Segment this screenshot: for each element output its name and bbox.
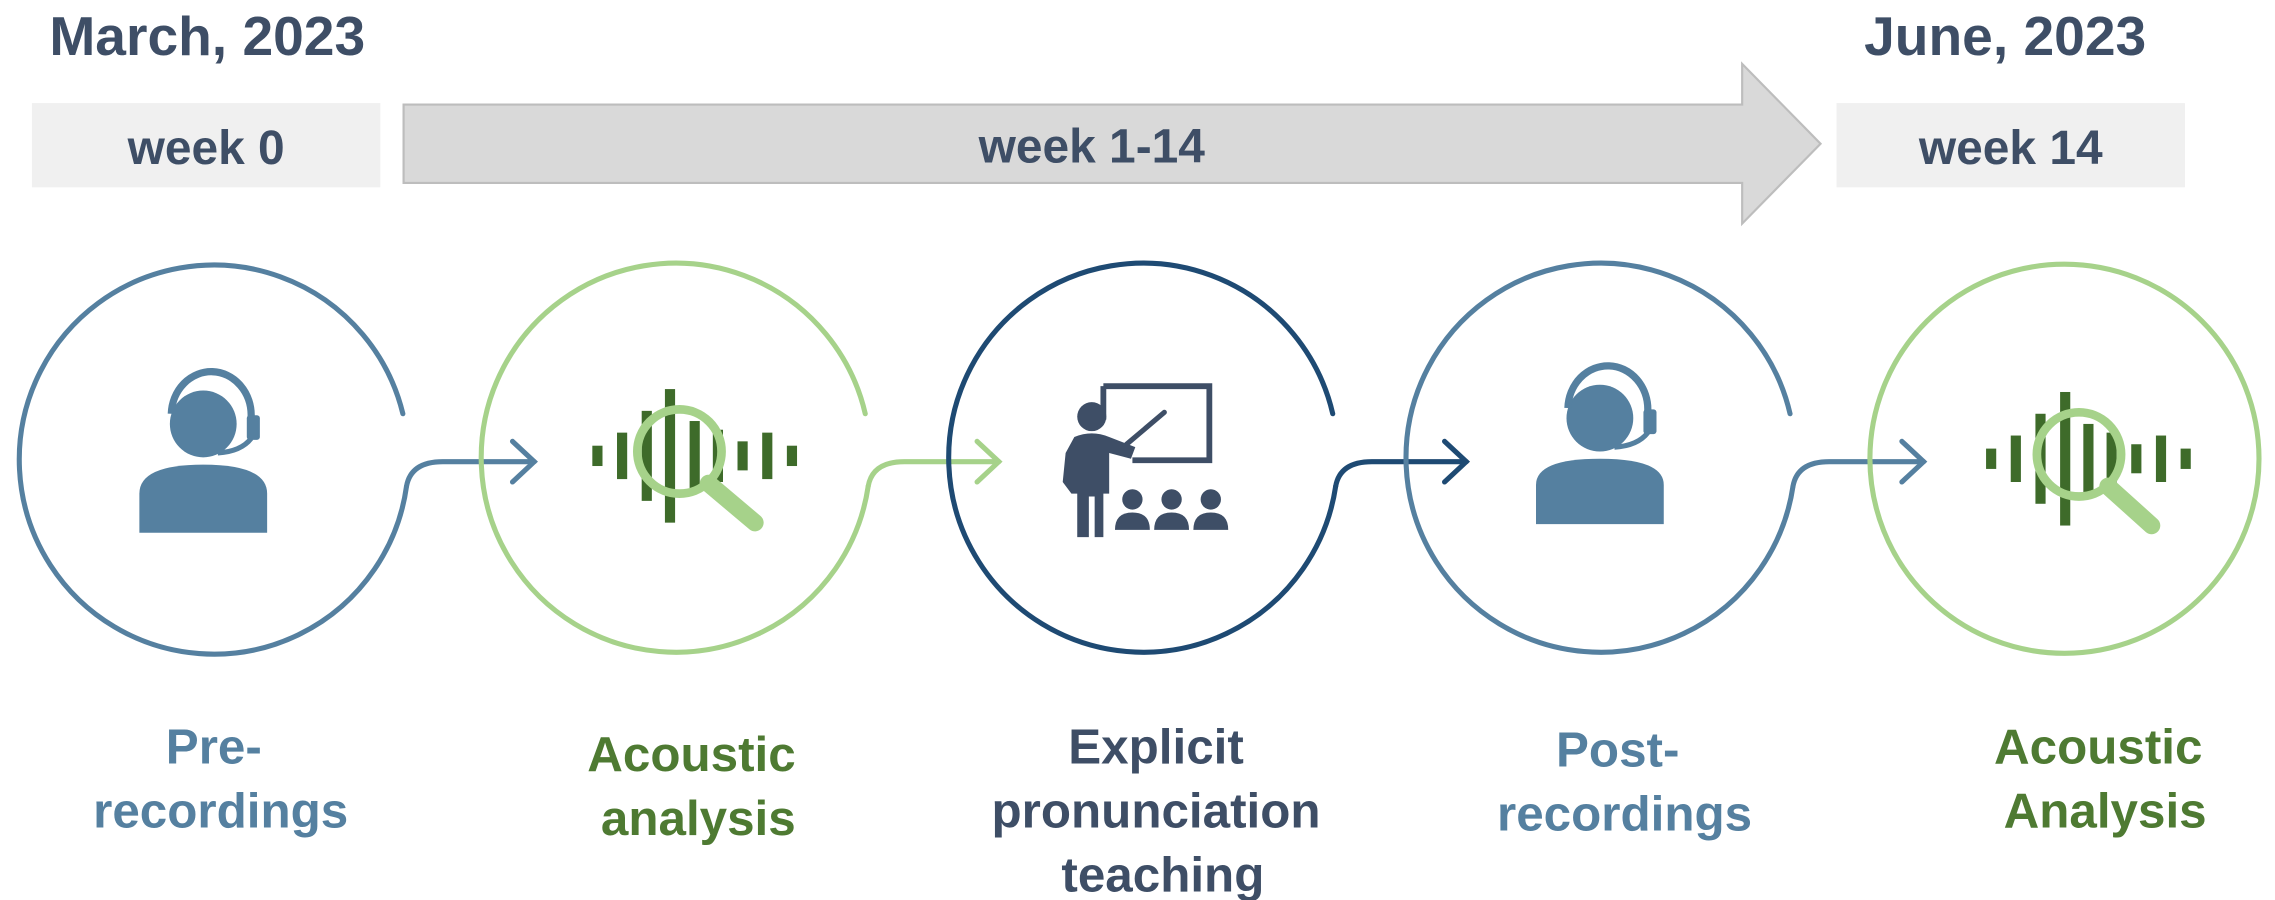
timeline-arrow [402, 61, 1823, 227]
week-14-label: week 14 [1918, 122, 2103, 175]
step-label-1: Pre- recordings [93, 720, 348, 839]
start-date: March, 2023 [49, 5, 365, 67]
arrowhead-2 [974, 438, 1003, 485]
step-circle-2 [478, 260, 871, 655]
sound-wave-magnifier-icon [1986, 391, 2191, 535]
arrowhead-3 [1442, 438, 1471, 485]
teacher-classroom-icon [1062, 383, 1229, 538]
step-label-5: Acoustic Analysis [1994, 720, 2216, 839]
arrowhead-4 [1899, 438, 1928, 485]
connector-4 [1790, 459, 1927, 489]
headset-user-icon [139, 368, 268, 533]
headset-user-icon [1536, 362, 1664, 525]
week-1-14-label: week 1-14 [978, 121, 1206, 174]
connector-3 [1333, 459, 1469, 489]
step-circle-5 [1867, 261, 2262, 656]
arrowhead-1 [509, 438, 538, 485]
step-circles [16, 260, 2262, 657]
step-circle-1 [16, 262, 410, 657]
step-label-4: Post- recordings [1497, 723, 1752, 842]
week-14-box [1836, 103, 2185, 188]
connector-2 [865, 459, 1002, 489]
sound-wave-magnifier-icon [592, 389, 798, 532]
week-0-label: week 0 [127, 122, 285, 175]
step-circle-3 [946, 260, 1339, 655]
week-0-box [31, 103, 381, 188]
connector-1 [403, 459, 537, 489]
step-circle-4 [1403, 260, 1796, 655]
step-label-3: Explicit pronunciation teaching [992, 720, 1335, 900]
end-date: June, 2023 [1864, 5, 2146, 67]
step-label-2: Acoustic analysis [587, 727, 809, 846]
